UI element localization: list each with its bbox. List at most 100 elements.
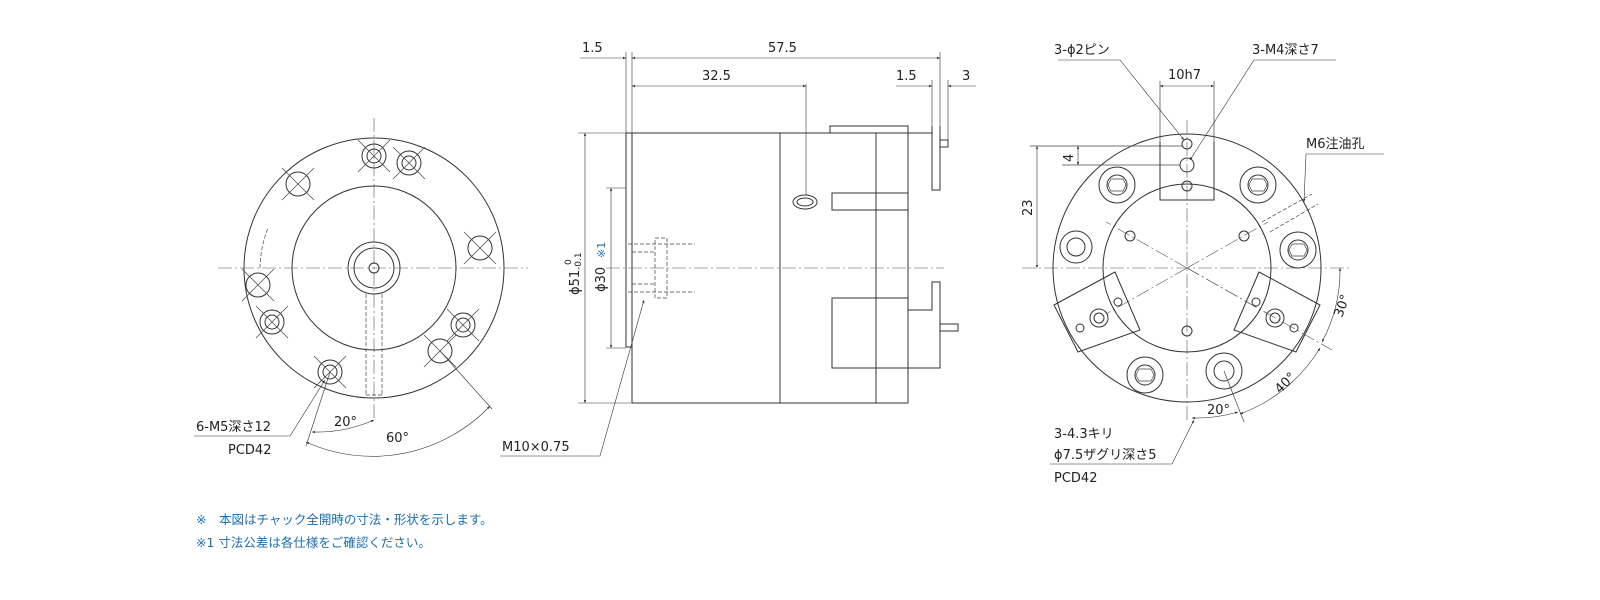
left-center-hole <box>368 262 380 274</box>
left-tap-hole <box>392 146 426 180</box>
right-pcd: PCD42 <box>1054 471 1097 486</box>
side-dia-51-group: ϕ51 0 -0.1 <box>564 252 584 295</box>
left-tap-hole <box>463 231 497 265</box>
left-ext-line <box>439 350 493 410</box>
notes: ※ 本図はチャック全開時の寸法・形状を示します。 ※1 寸法公差は各仕様をご確認… <box>196 512 493 550</box>
left-front-view: 20° 60° 6-M5深さ12 PCD42 <box>194 118 528 458</box>
right-outer-circle <box>1052 133 1322 403</box>
right-inner-circle <box>1102 183 1272 353</box>
side-jaw-top <box>829 125 909 133</box>
left-tap-hole <box>281 167 315 201</box>
right-radial <box>1186 221 1269 269</box>
right-tap-leader <box>1189 59 1336 161</box>
right-radial <box>1105 267 1188 315</box>
right-drill-1: 3-4.3キリ <box>1054 427 1114 442</box>
right-dim-4: 4 <box>1062 154 1077 162</box>
side-dim-1-5-left: 1.5 <box>582 41 603 56</box>
side-dia-51: ϕ51 <box>568 270 583 295</box>
left-hub-outer <box>347 241 401 295</box>
left-tap-hole <box>255 305 289 339</box>
side-thread-label: M10×0.75 <box>502 440 570 455</box>
right-jaw-lower-left <box>1053 271 1141 353</box>
right-jaw-hole <box>1089 308 1109 328</box>
right-tap-label: 3-M4深さ7 <box>1252 43 1319 58</box>
right-small-hole <box>1181 325 1193 337</box>
right-counterbore-hole <box>1279 231 1317 269</box>
right-angle-30-arc <box>1321 267 1342 343</box>
right-jaw-pin <box>1251 297 1261 307</box>
right-angle-40: 40° <box>1272 370 1299 397</box>
side-dia-51-tol-lower: -0.1 <box>574 252 584 270</box>
right-radial <box>1186 267 1333 351</box>
right-oil-label: M6注油孔 <box>1306 137 1365 152</box>
left-pcd-label: PCD42 <box>228 443 271 458</box>
side-dia-30-note: ※1 <box>595 242 608 258</box>
side-dia-51-tol-upper: 0 <box>564 259 574 265</box>
right-ext <box>1223 370 1245 423</box>
right-pin-leader <box>1058 59 1185 141</box>
right-counterbore-hole <box>1059 230 1093 264</box>
left-angle-60-label: 60° <box>386 431 409 446</box>
left-tap-hole <box>357 139 391 173</box>
side-dim-32-5: 32.5 <box>702 69 731 84</box>
right-oil-hidden <box>1269 203 1319 233</box>
side-dia-30-group: ϕ30 ※1 <box>594 242 609 292</box>
right-pin-hole <box>1181 138 1193 150</box>
right-jaw-hole-inner <box>1269 312 1281 324</box>
left-angle-60-arc <box>305 405 491 457</box>
right-drill-2: ϕ7.5ザグリ深さ5 <box>1054 448 1157 463</box>
right-dim-10h7: 10h7 <box>1168 68 1201 83</box>
right-top-jaw <box>1159 142 1215 201</box>
side-dim-1-5-right: 1.5 <box>896 69 917 84</box>
side-jaw-upper <box>908 126 941 191</box>
left-tap-hole <box>241 268 275 302</box>
left-hidden-arc <box>259 227 269 269</box>
left-ext-line <box>305 371 331 447</box>
right-jaw-pin <box>1289 323 1299 333</box>
right-counterbore-hole <box>1098 166 1136 204</box>
side-pin-bottom <box>939 323 959 332</box>
right-counterbore-hole <box>1239 166 1277 204</box>
left-hub-inner <box>353 247 395 289</box>
right-pin-hole <box>1181 180 1193 192</box>
note-2: ※1 寸法公差は各仕様をご確認ください。 <box>196 535 431 550</box>
right-drill-leader <box>1050 419 1195 465</box>
side-lower-jaw <box>831 297 909 369</box>
side-upper-slot <box>831 192 909 211</box>
side-hidden-nut <box>654 237 668 299</box>
left-hole-leader <box>194 379 326 437</box>
right-angle-30: 30° <box>1332 293 1354 320</box>
side-dia-30: ϕ30 <box>594 267 609 292</box>
side-lower-jaw-step <box>908 281 941 369</box>
right-counterbore-hole <box>1126 356 1164 394</box>
right-angle-20: 20° <box>1207 403 1230 418</box>
side-view: 1.5 57.5 32.5 1.5 3 ϕ51 0 -0.1 ϕ30 ※1 M1… <box>500 41 976 457</box>
right-jaw-hole <box>1265 308 1285 328</box>
side-pin-top <box>939 139 949 148</box>
right-front-view: 4 23 10h7 3-ϕ2ピン 3-M4深さ7 M6注油孔 30° 40° 2… <box>1021 43 1384 486</box>
left-angle-20-label: 20° <box>334 415 357 430</box>
left-outer-flange <box>243 137 505 399</box>
side-thread-leader <box>500 299 645 457</box>
right-angle-20-arc <box>1191 411 1239 420</box>
note-1: ※ 本図はチャック全開時の寸法・形状を示します。 <box>196 512 493 527</box>
right-small-hole <box>1124 230 1136 242</box>
side-dim-overall: 57.5 <box>768 41 797 56</box>
left-hole-callout: 6-M5深さ12 <box>196 420 271 435</box>
right-jaw-pin <box>1113 297 1123 307</box>
right-small-hole <box>1238 230 1250 242</box>
right-pins-label: 3-ϕ2ピン <box>1054 43 1110 58</box>
right-dim-23: 23 <box>1021 199 1036 216</box>
right-angle-40-arc <box>1239 347 1321 415</box>
right-jaw-pin <box>1075 323 1085 333</box>
right-jaw-hole-inner <box>1093 312 1105 324</box>
right-oil-hidden <box>1261 193 1313 223</box>
left-tap-hole <box>446 308 480 342</box>
side-flange-plate <box>625 132 633 348</box>
side-dim-3: 3 <box>962 69 970 84</box>
left-body-circle <box>291 185 457 351</box>
side-oil-port <box>792 194 818 210</box>
right-radial <box>1105 221 1188 269</box>
right-jaw-lower-right <box>1233 271 1321 353</box>
